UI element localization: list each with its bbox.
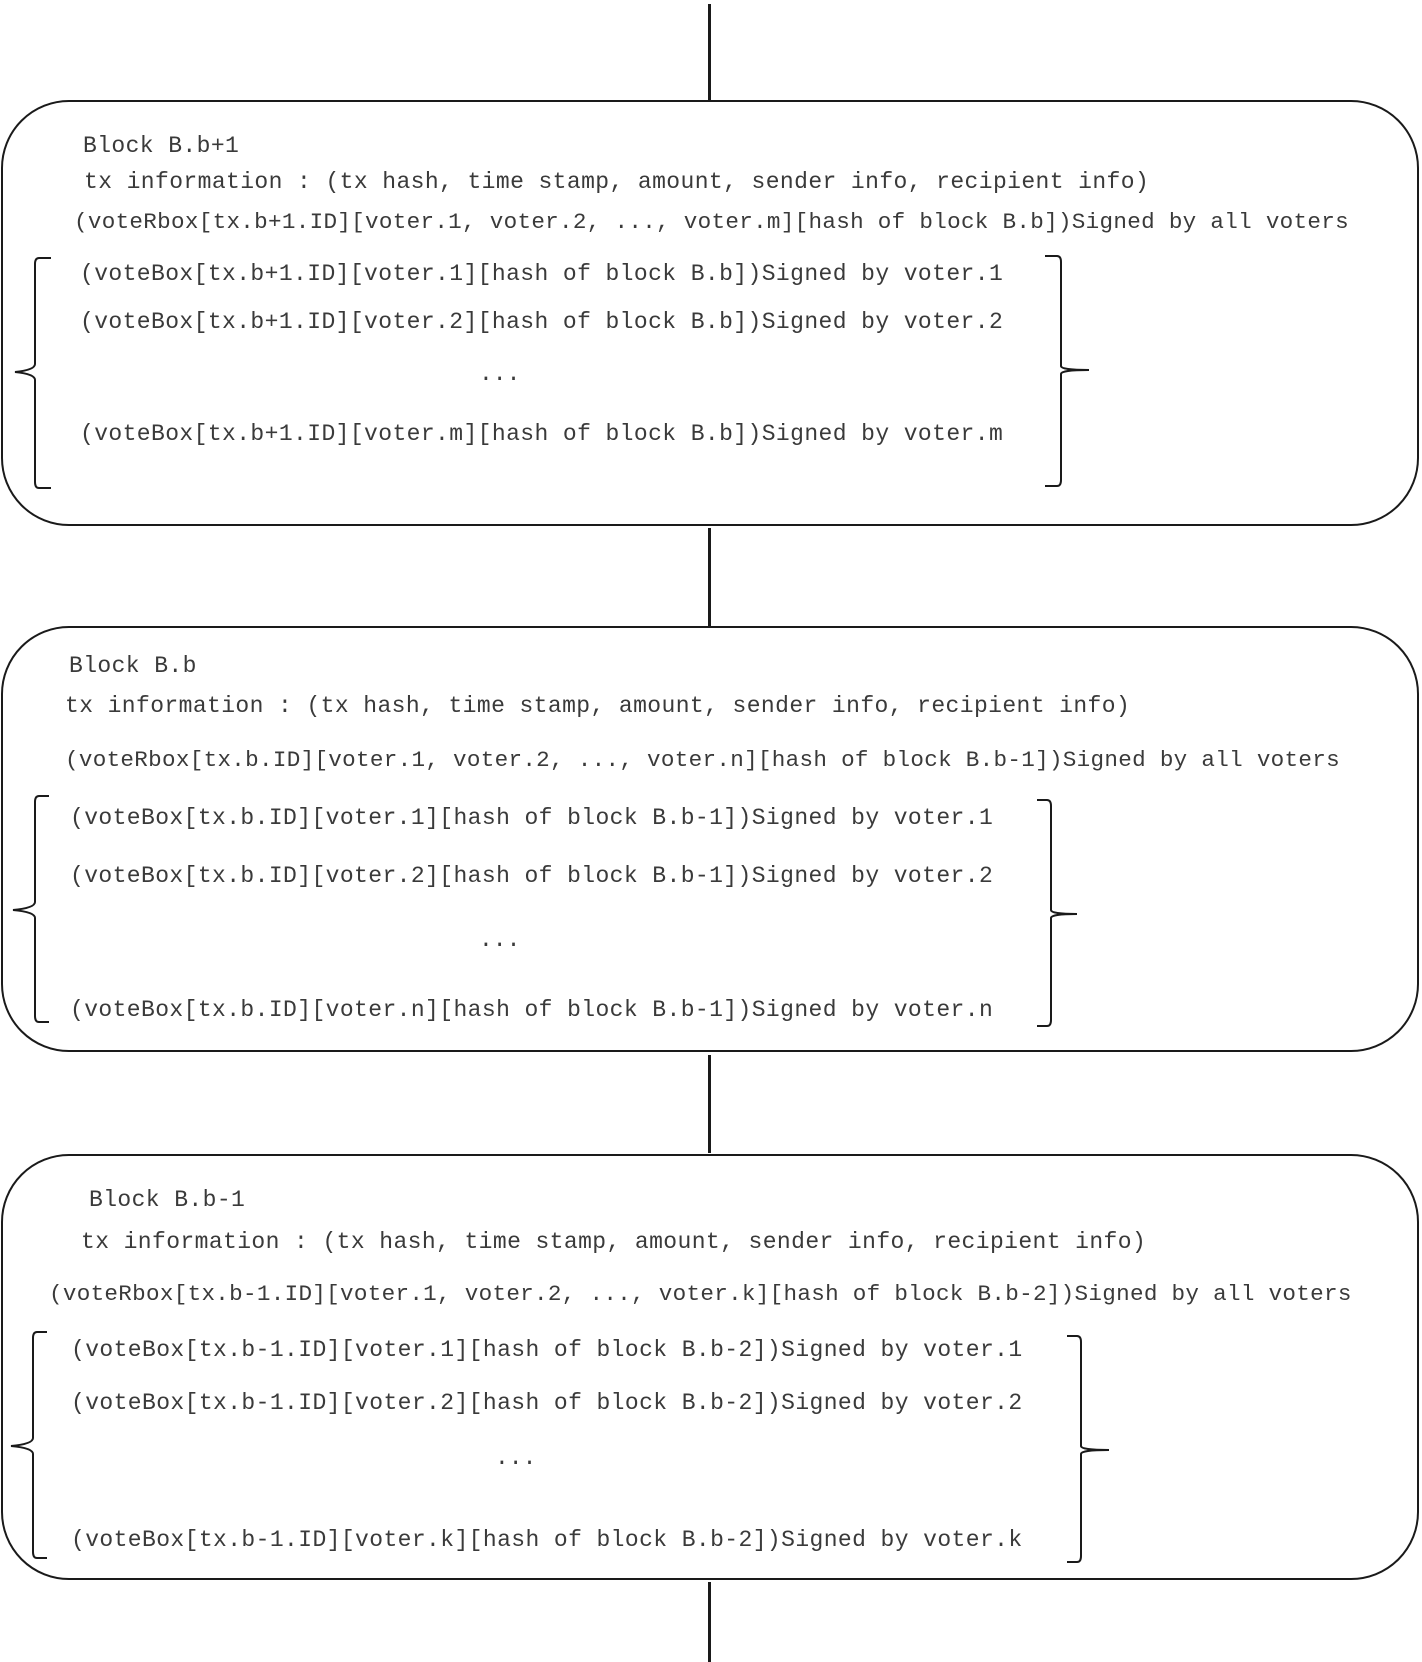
vote-box-2: (voteBox[tx.b.ID][voter.2][hash of block… — [70, 863, 994, 889]
ellipsis: ... — [495, 1445, 537, 1471]
block-title: Block B.b+1 — [83, 133, 240, 159]
tx-information: tx information : (tx hash, time stamp, a… — [84, 169, 1150, 195]
block-title: Block B.b — [69, 653, 197, 679]
vote-rbox: (voteRbox[tx.b+1.ID][voter.1, voter.2, .… — [74, 209, 1349, 235]
ellipsis: ... — [479, 361, 521, 387]
vote-box-2: (voteBox[tx.b-1.ID][voter.2][hash of blo… — [71, 1390, 1023, 1416]
vote-rbox: (voteRbox[tx.b-1.ID][voter.1, voter.2, .… — [49, 1281, 1352, 1307]
vote-box-1: (voteBox[tx.b.ID][voter.1][hash of block… — [70, 805, 994, 831]
block-b-plus-1: Block B.b+1 tx information : (tx hash, t… — [1, 100, 1419, 526]
ellipsis: ... — [479, 927, 521, 953]
vote-box-last: (voteBox[tx.b-1.ID][voter.k][hash of blo… — [71, 1527, 1023, 1553]
connector-2-3 — [708, 1055, 711, 1153]
vote-box-last: (voteBox[tx.b.ID][voter.n][hash of block… — [70, 997, 994, 1023]
connector-1-2 — [708, 528, 711, 626]
connector-bottom — [708, 1582, 711, 1662]
vote-box-1: (voteBox[tx.b+1.ID][voter.1][hash of blo… — [80, 261, 1004, 287]
left-brace — [14, 257, 51, 489]
tx-information: tx information : (tx hash, time stamp, a… — [65, 693, 1131, 719]
right-brace — [1045, 255, 1090, 487]
block-b-minus-1: Block B.b-1 tx information : (tx hash, t… — [1, 1154, 1419, 1580]
right-brace — [1037, 799, 1078, 1027]
block-b: Block B.b tx information : (tx hash, tim… — [1, 626, 1419, 1052]
left-brace — [12, 795, 49, 1023]
left-brace — [10, 1331, 47, 1559]
right-brace — [1067, 1335, 1110, 1563]
vote-box-2: (voteBox[tx.b+1.ID][voter.2][hash of blo… — [80, 309, 1004, 335]
vote-box-1: (voteBox[tx.b-1.ID][voter.1][hash of blo… — [71, 1337, 1023, 1363]
block-title: Block B.b-1 — [89, 1187, 246, 1213]
vote-rbox: (voteRbox[tx.b.ID][voter.1, voter.2, ...… — [65, 747, 1340, 773]
tx-information: tx information : (tx hash, time stamp, a… — [81, 1229, 1147, 1255]
vote-box-last: (voteBox[tx.b+1.ID][voter.m][hash of blo… — [80, 421, 1004, 447]
connector-top — [708, 4, 711, 100]
